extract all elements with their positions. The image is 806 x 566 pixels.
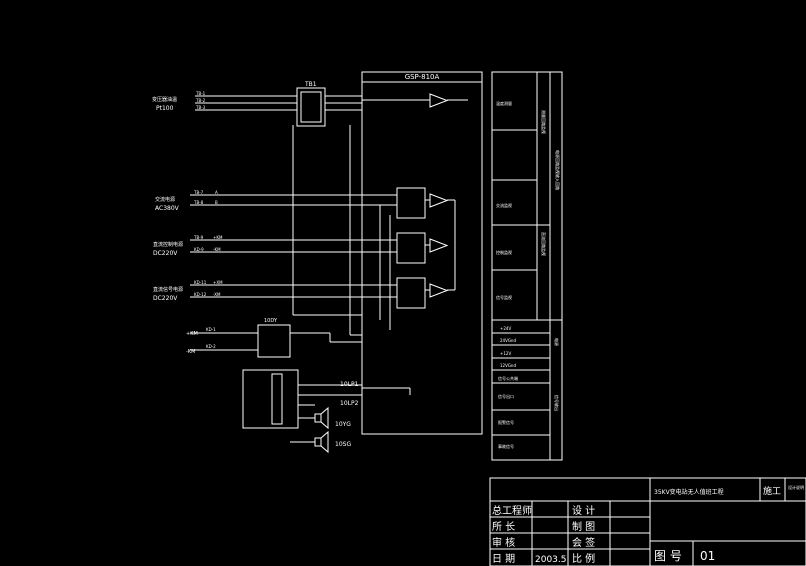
terminal-kd11: KD-11 bbox=[194, 280, 207, 285]
power-row-2: 24VGnd bbox=[500, 338, 516, 343]
side-row-2: 交流监视 bbox=[496, 202, 512, 208]
terminal-kd12: KD-12 bbox=[194, 292, 207, 297]
side-col-1: 测量回路监视 bbox=[541, 110, 547, 134]
terminal-tb1: TB-1 bbox=[195, 91, 206, 96]
r1-c1: 总工程师 bbox=[492, 504, 532, 517]
r1-c2: 设 计 bbox=[572, 504, 595, 517]
tb1-label: TB1 bbox=[304, 81, 317, 88]
temp-type: Pt100 bbox=[156, 105, 174, 112]
output-block bbox=[242, 369, 299, 429]
power-neg: -KM bbox=[186, 349, 195, 355]
relay-label: 10DY bbox=[264, 318, 278, 324]
terminal-tb3: TB-3 bbox=[195, 105, 206, 110]
r4-c1: 日 期 bbox=[492, 553, 515, 565]
ac-type: AC380V bbox=[155, 205, 180, 212]
stage-label: 施工 bbox=[763, 485, 781, 497]
relay-box bbox=[257, 324, 291, 358]
side-row-1: 温度测量 bbox=[496, 100, 512, 106]
terminal-tb8: TB-8 bbox=[193, 200, 204, 205]
bottom-tag: 信号输出 bbox=[554, 395, 560, 411]
terminal-kd9: KD-9 bbox=[194, 247, 204, 252]
device-title: GSP-810A bbox=[405, 73, 440, 81]
fig-label: 图 号 bbox=[654, 549, 682, 563]
bottom-row-1: 信号公共端 bbox=[498, 375, 518, 381]
r3-c1: 审 核 bbox=[492, 536, 515, 549]
r3-c2: 会 签 bbox=[572, 536, 595, 549]
terminal-kd1: KD-1 bbox=[206, 327, 216, 332]
power-tag: 电源 bbox=[554, 338, 560, 346]
r2-c1: 所 长 bbox=[492, 521, 515, 533]
side-panel bbox=[491, 71, 563, 461]
doc-type: 设计说明 bbox=[788, 484, 804, 490]
power-row-4: 12VGnd bbox=[500, 363, 516, 368]
lp2-label: 10LP2 bbox=[340, 400, 359, 407]
device-box bbox=[361, 71, 483, 435]
side-row-4: 信号监视 bbox=[496, 294, 512, 300]
dc2-label: 直流信号电源 bbox=[153, 286, 183, 293]
power-pos: +KM bbox=[186, 331, 198, 337]
terminal-tb7: TB-7 bbox=[193, 190, 204, 195]
lp1-label: 10LP1 bbox=[340, 381, 359, 388]
r4-c3: 比 例 bbox=[572, 552, 595, 565]
phase-b: B bbox=[215, 200, 218, 205]
dc1-type: DC220V bbox=[153, 250, 178, 257]
bottom-row-3: 报警信号 bbox=[498, 419, 514, 425]
terminal-tb2: TB-2 bbox=[195, 98, 206, 103]
r2-c2: 制 图 bbox=[572, 520, 595, 533]
dc1-neg: -KM bbox=[213, 247, 221, 252]
alarm1-label: 10YG bbox=[335, 421, 351, 428]
title-block bbox=[489, 477, 806, 566]
bottom-row-2: 信号出口 bbox=[498, 393, 514, 399]
dc2-type: DC220V bbox=[153, 295, 178, 302]
terminal-tb9: TB-9 bbox=[193, 235, 204, 240]
fig-num: 01 bbox=[700, 549, 715, 563]
side-col-3: 直流回路监视 bbox=[541, 232, 547, 256]
tb1-block bbox=[296, 87, 326, 127]
side-col-2: 电源回路监视输入回路 bbox=[555, 150, 561, 190]
ac-label: 交流电源 bbox=[155, 196, 175, 203]
terminal-kd2: KD-2 bbox=[206, 344, 216, 349]
dc1-pos: +KM bbox=[213, 235, 223, 240]
dc1-label: 直流控制电源 bbox=[153, 241, 183, 248]
side-row-3: 控制监视 bbox=[496, 249, 512, 255]
r4-c2: 2003.5 bbox=[535, 555, 567, 565]
power-row-3: +12V bbox=[500, 351, 511, 356]
phase-a: A bbox=[215, 190, 218, 195]
bottom-row-4: 事故信号 bbox=[498, 443, 514, 449]
alarm2-label: 10SG bbox=[335, 441, 351, 448]
project-title: 35KV变电站无人值班工程 bbox=[654, 488, 724, 496]
dc2-pos: +XM bbox=[213, 280, 223, 285]
temp-label: 变压器油温 bbox=[152, 96, 177, 103]
power-row-1: +24V bbox=[500, 326, 511, 331]
dc2-neg: -XM bbox=[213, 292, 221, 297]
